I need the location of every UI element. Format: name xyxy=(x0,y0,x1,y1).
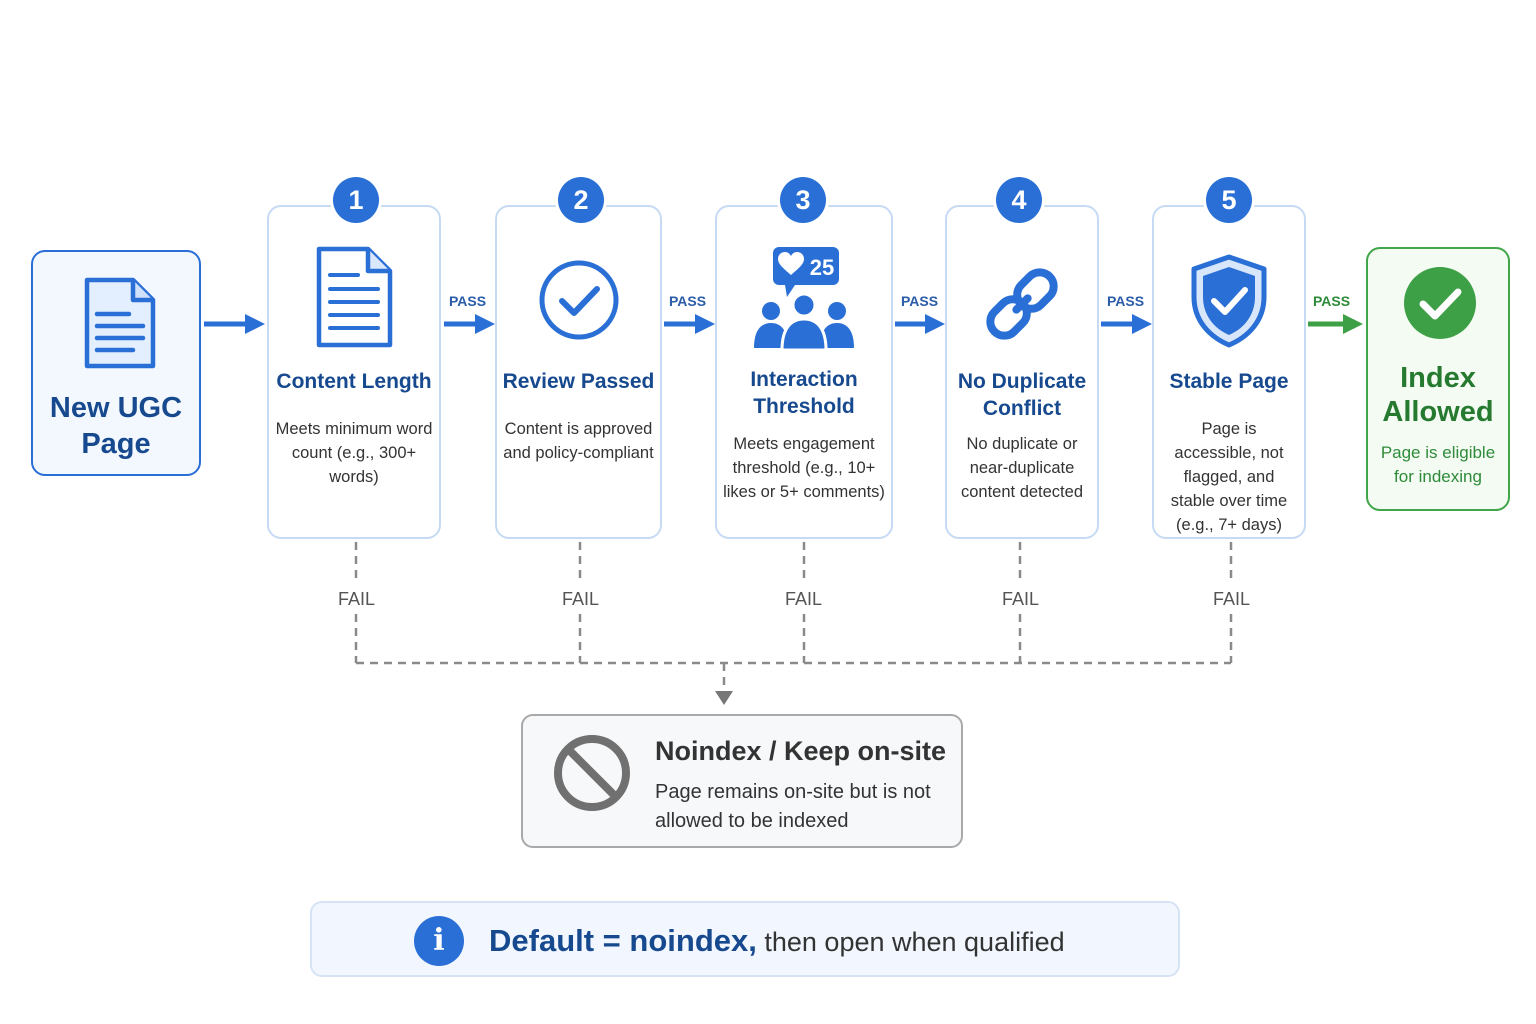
footer-text: Default = noindex, then open when qualif… xyxy=(489,923,1065,959)
step-description: Meets minimum word count (e.g., 300+ wor… xyxy=(275,420,433,486)
prohibited-icon xyxy=(551,732,633,819)
start-node-new-ugc-page: New UGC Page xyxy=(31,250,201,476)
people-heart-icon: 25 xyxy=(717,245,891,358)
pass-label-final: PASS xyxy=(1313,293,1351,309)
footer-strong-text: Default = noindex, xyxy=(489,923,757,958)
step-title: Review Passed xyxy=(502,370,655,393)
pass-label: PASS xyxy=(1107,293,1145,309)
step-interaction-threshold: 25 Interaction Threshold Meets engagemen… xyxy=(715,205,893,539)
green-check-icon xyxy=(1403,266,1477,345)
step-stable-page: Stable Page Page is accessible, not flag… xyxy=(1152,205,1306,539)
noindex-title: Noindex / Keep on-site xyxy=(655,736,947,766)
step-number-badge: 4 xyxy=(996,177,1042,223)
fail-label: FAIL xyxy=(338,589,376,609)
fail-lines xyxy=(354,542,1233,692)
end-description: Page is eligible for indexing xyxy=(1380,443,1496,486)
step-description: Meets engagement threshold (e.g., 10+ li… xyxy=(723,435,885,501)
fail-label: FAIL xyxy=(562,589,600,609)
step-title: Content Length xyxy=(276,370,432,393)
step-number-badge: 3 xyxy=(780,177,826,223)
fail-label: FAIL xyxy=(1002,589,1040,609)
fail-label: FAIL xyxy=(1213,589,1251,609)
shield-check-icon xyxy=(1154,253,1304,354)
pass-label: PASS xyxy=(901,293,939,309)
link-icon xyxy=(947,259,1097,354)
step-number-badge: 5 xyxy=(1206,177,1252,223)
step-description: No duplicate or near-duplicate content d… xyxy=(960,435,1083,501)
step-description: Page is accessible, not flagged, and sta… xyxy=(1170,420,1288,534)
step-title: No Duplicate Conflict xyxy=(957,370,1087,420)
fail-arrowhead xyxy=(715,691,733,705)
like-count-badge: 25 xyxy=(810,255,834,280)
footer-rest-text: then open when qualified xyxy=(764,927,1065,957)
fail-label: FAIL xyxy=(785,589,823,609)
document-icon xyxy=(81,276,157,377)
default-noindex-footer: i Default = noindex, then open when qual… xyxy=(310,901,1180,977)
check-circle-icon xyxy=(497,259,660,346)
step-title: Interaction Threshold xyxy=(750,368,858,418)
step-content-length: Content Length Meets minimum word count … xyxy=(267,205,441,539)
step-description: Content is approved and policy-compliant xyxy=(503,420,654,462)
info-icon: i xyxy=(414,916,464,966)
end-node-index-allowed: Index Allowed Page is eligible for index… xyxy=(1366,247,1510,511)
step-no-duplicate-conflict: No Duplicate Conflict No duplicate or ne… xyxy=(945,205,1099,539)
document-lines-icon xyxy=(269,245,439,354)
step-review-passed: Review Passed Content is approved and po… xyxy=(495,205,662,539)
end-title: Index Allowed xyxy=(1382,362,1494,428)
start-title: New UGC Page xyxy=(49,392,183,460)
noindex-description: Page remains on-site but is not allowed … xyxy=(655,781,931,832)
pass-label: PASS xyxy=(449,293,487,309)
noindex-box: Noindex / Keep on-site Page remains on-s… xyxy=(521,714,963,848)
step-number-badge: 1 xyxy=(333,177,379,223)
step-number-badge: 2 xyxy=(558,177,604,223)
pass-label: PASS xyxy=(669,293,707,309)
step-title: Stable Page xyxy=(1169,370,1289,393)
